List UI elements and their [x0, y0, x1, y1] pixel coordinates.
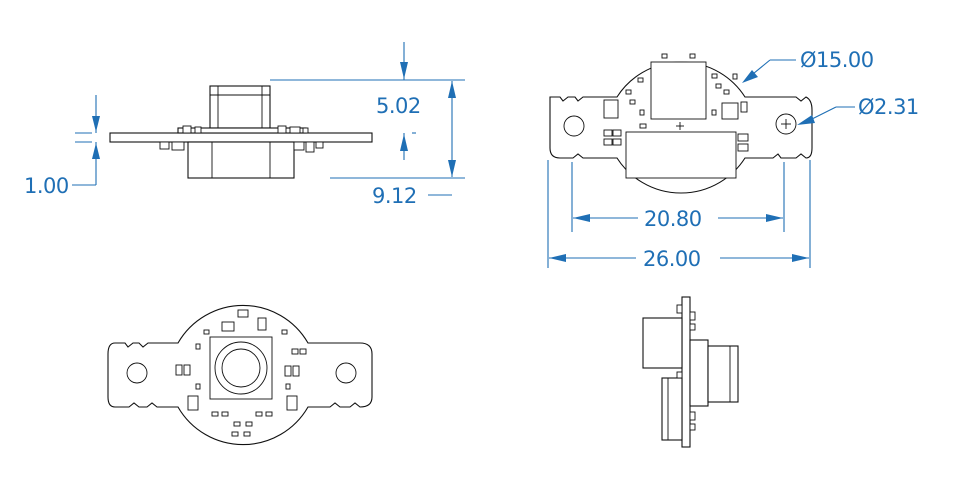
side-lens-barrel — [209, 85, 271, 129]
bottom-lens-outer — [214, 341, 268, 395]
rside-chip — [661, 377, 683, 441]
rside-components — [676, 304, 696, 431]
bottom-smd-components — [175, 309, 307, 437]
bottom-view — [107, 304, 373, 446]
rside-connector — [642, 317, 683, 369]
bottom-lens-inner — [221, 348, 261, 388]
dim-hole-spacing: 20.80 — [571, 162, 785, 232]
dim-hole-diameter: Ø2.31 — [797, 95, 919, 125]
side-bottom-components — [159, 141, 324, 153]
dim-label-total-height: 9.12 — [372, 184, 417, 208]
rside-holder — [689, 339, 709, 407]
top-ic-chip — [650, 61, 707, 120]
dim-total-height: 9.12 — [330, 81, 465, 208]
side-sensor-block — [187, 141, 295, 179]
dim-overall-width: 26.00 — [547, 160, 811, 271]
top-mount-hole-right — [775, 113, 797, 135]
right-side-view — [642, 296, 739, 448]
dim-label-hole-diameter: Ø2.31 — [858, 95, 919, 119]
side-top-components — [182, 125, 309, 134]
top-mount-hole-left — [563, 115, 585, 137]
top-view: Ø15.00 Ø2.31 20.80 26.00 — [547, 48, 919, 271]
dim-board-diameter: Ø15.00 — [742, 48, 874, 83]
bottom-mount-hole-right — [335, 362, 357, 384]
rside-pcb — [681, 296, 691, 448]
dim-label-hole-spacing: 20.80 — [644, 207, 702, 231]
bottom-lens-holder — [209, 336, 273, 400]
side-pcb — [109, 132, 373, 143]
rside-lens-barrel — [707, 345, 739, 403]
top-connector — [625, 131, 737, 179]
dim-lens-height: 5.02 — [270, 42, 465, 160]
dim-label-overall-width: 26.00 — [643, 247, 701, 271]
dim-label-lens-height: 5.02 — [376, 94, 421, 118]
dim-board-thickness: 1.00 — [24, 95, 100, 198]
bottom-mount-hole-left — [126, 362, 148, 384]
side-view: 1.00 5.02 9.12 — [24, 42, 465, 208]
dim-label-board-thickness: 1.00 — [24, 174, 69, 198]
top-smd-components — [603, 53, 749, 152]
dim-label-board-diameter: Ø15.00 — [800, 48, 874, 72]
